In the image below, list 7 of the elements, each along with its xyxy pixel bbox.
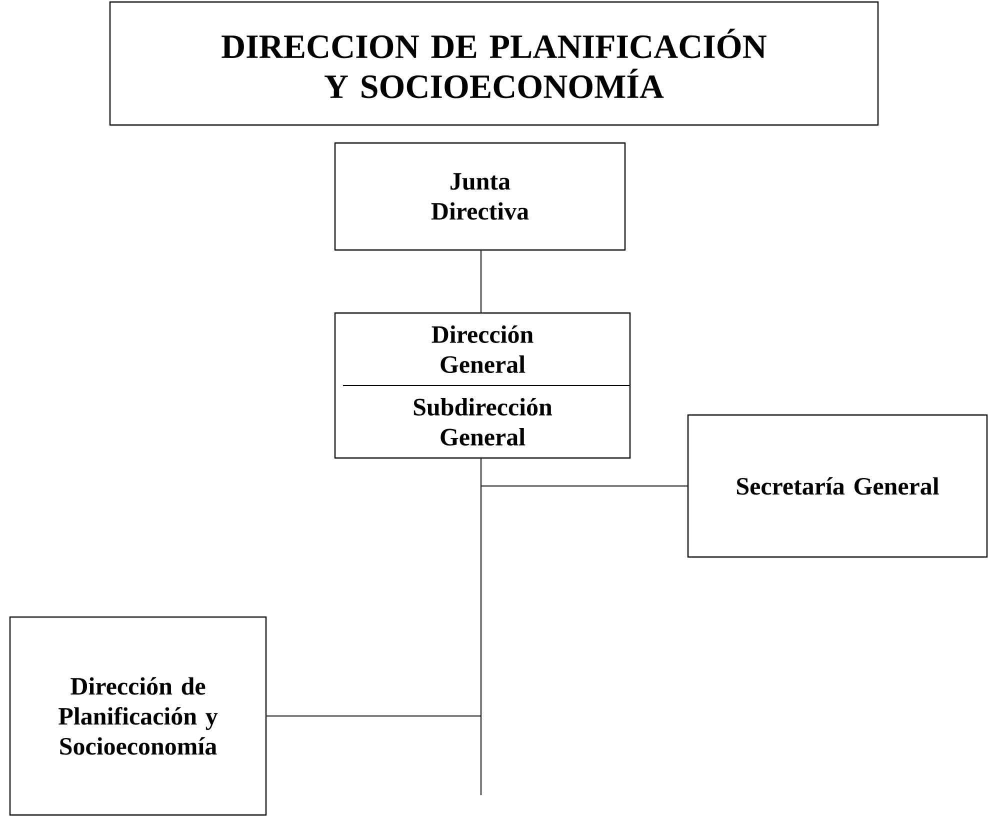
org-box: Junta Directiva bbox=[334, 142, 626, 251]
title-box: DIRECCION DE PLANIFICACIÓN Y SOCIOECONOMÍA bbox=[109, 1, 879, 126]
connector-line bbox=[480, 250, 482, 313]
org-box: Dirección de Planificación y Socioeconomía bbox=[9, 616, 267, 816]
connector-line bbox=[480, 458, 482, 796]
org-box: Secretaría General bbox=[687, 414, 988, 558]
org-box: Dirección General Subdirección General bbox=[334, 312, 631, 459]
